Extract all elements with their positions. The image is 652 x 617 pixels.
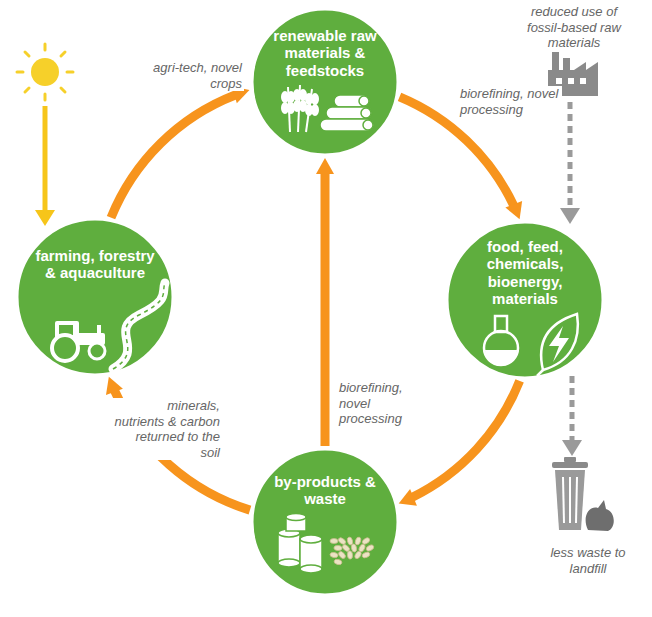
circle-shape: [250, 447, 400, 597]
cycle-arrow: [316, 158, 334, 446]
sunlight-arrow: [35, 106, 55, 226]
tractor-road-icon: [52, 283, 165, 369]
node-label: by-products & waste: [265, 447, 385, 508]
cycle-arrow: [106, 377, 250, 510]
circle-shape: [15, 217, 175, 377]
cycle-arrow: [111, 86, 249, 217]
sun-icon: [17, 44, 73, 100]
edge-label: agri-tech, novel crops: [140, 60, 244, 91]
flask-leaf-icon: [484, 314, 578, 376]
edge-label: biorefining, novel processing: [337, 380, 437, 427]
wheat-logs-icon: [282, 85, 374, 132]
landfill-arrow: [562, 376, 582, 456]
cycle-circle: by-products & waste: [250, 447, 400, 597]
barrels-pellets-icon: [278, 514, 375, 574]
edge-label: biorefining, novel processing: [458, 86, 562, 117]
node-label: farming, forestry & aquaculture: [33, 217, 157, 282]
cycle-circle: renewable raw materials & feedstocks: [250, 7, 400, 157]
cycle-circle: farming, forestry & aquaculture: [15, 217, 175, 377]
bin-icon: [552, 457, 614, 531]
cycle-circle: food, feed, chemicals, bioenergy, materi…: [445, 220, 605, 380]
node-label: renewable raw materials & feedstocks: [266, 7, 384, 79]
reduce-arrow: [560, 102, 580, 224]
node-label: food, feed, chemicals, bioenergy, materi…: [463, 220, 587, 307]
edge-label: minerals, nutrients & carbon returned to…: [112, 398, 222, 460]
note-label: reduced use of fossil-based raw material…: [522, 4, 626, 51]
note-label: less waste to landfill: [544, 545, 632, 576]
